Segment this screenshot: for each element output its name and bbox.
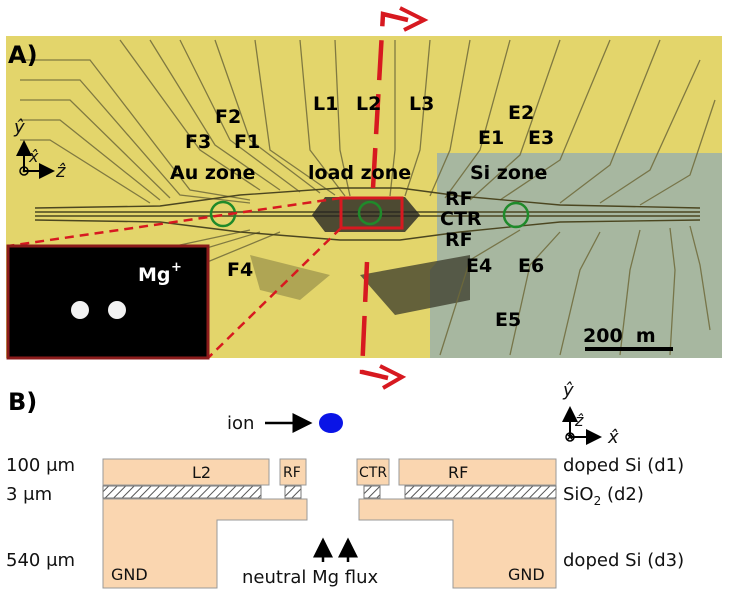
- electrode-rf-small: [279, 458, 307, 486]
- ion-label: ion: [227, 413, 254, 434]
- label-gnd-right: GND: [508, 565, 545, 584]
- layer-d2: SiO2 (d2): [563, 484, 644, 508]
- label-e1: E1: [478, 127, 504, 149]
- label-rf-top: RF: [445, 188, 473, 210]
- zone-au: Au zone: [170, 162, 255, 184]
- electrode-rf-large: [398, 458, 557, 486]
- inset-label: Mg: [138, 264, 171, 286]
- label-e5: E5: [495, 309, 521, 331]
- zoom-line-bottom: [207, 227, 342, 359]
- axis-z-label-b: ẑ: [574, 411, 584, 430]
- zone-si: Si zone: [470, 162, 547, 184]
- cut-line-top: [370, 11, 409, 189]
- label-rf-bottom: RF: [445, 229, 473, 251]
- thickness-bottom: 540 μm: [6, 550, 75, 571]
- label-l1: L1: [313, 93, 338, 115]
- panel-b-cross-section: B) ion ŷ ẑ x̂ L2 RF CTR: [6, 380, 684, 589]
- axis-z-label-a: ẑ: [55, 161, 66, 182]
- label-f1: F1: [234, 131, 260, 153]
- electrode-l2: [102, 458, 270, 486]
- label-ctr: CTR: [440, 208, 482, 230]
- ground-right: [358, 498, 557, 589]
- cut-arrow-bottom: [379, 364, 407, 390]
- etched-region-left: [250, 255, 330, 300]
- axis-y-label-a: ŷ: [13, 117, 25, 138]
- label-ctr-b: CTR: [359, 465, 387, 481]
- sio2-ctr: [363, 485, 381, 499]
- axis-triad-b: ŷ ẑ x̂: [562, 380, 619, 448]
- label-f2: F2: [215, 106, 241, 128]
- load-slot: [312, 197, 420, 232]
- panel-b-label: B): [8, 388, 37, 416]
- sio2-right: [404, 485, 557, 499]
- zoom-line-top: [7, 196, 342, 248]
- flux-label: neutral Mg flux: [242, 567, 379, 588]
- ground-left: [102, 498, 308, 589]
- layer-d3: doped Si (d3): [563, 550, 684, 571]
- panel-a-micrograph: Mg + ŷ x̂ ẑ A) F2 F3 F1 L1 L2 L3 E2 E1 E…: [6, 6, 722, 390]
- label-l3: L3: [409, 93, 434, 115]
- label-rf-large-b: RF: [448, 463, 468, 482]
- axis-y-label-b: ŷ: [562, 380, 574, 401]
- label-l2: L2: [356, 93, 381, 115]
- sio2-left: [102, 485, 262, 499]
- electrode-ctr: [356, 458, 390, 486]
- thickness-top: 100 μm: [6, 455, 75, 476]
- ion-spot-2: [108, 301, 126, 319]
- sio2-rf: [284, 485, 302, 499]
- layer-d1: doped Si (d1): [563, 455, 684, 476]
- inset-superscript: +: [171, 260, 182, 275]
- label-f4: F4: [227, 259, 253, 281]
- silicon-zone: [430, 153, 722, 358]
- panel-a-label: A): [8, 41, 38, 69]
- label-e6: E6: [518, 255, 544, 277]
- axis-x-label-a: x̂: [28, 147, 39, 166]
- ion-ring-si: [502, 201, 530, 229]
- ion-spot-1: [71, 301, 89, 319]
- etched-region: [360, 255, 470, 315]
- axis-triad-a: ŷ x̂ ẑ: [13, 117, 66, 182]
- fluorescence-inset: Mg +: [6, 244, 210, 360]
- label-e2: E2: [508, 102, 534, 124]
- label-gnd-left: GND: [111, 565, 148, 584]
- axis-x-label-b: x̂: [607, 427, 619, 448]
- zone-load: load zone: [308, 162, 411, 184]
- thickness-mid: 3 μm: [6, 484, 52, 505]
- cut-arrow-top: [399, 6, 429, 32]
- load-zone-box: [339, 196, 404, 230]
- cut-line-bottom: [359, 261, 389, 381]
- scale-bar-label: 200 m: [583, 325, 656, 347]
- label-f3: F3: [185, 131, 211, 153]
- label-e4: E4: [466, 255, 492, 277]
- label-l2-b: L2: [192, 463, 211, 482]
- label-rf-small-b: RF: [283, 465, 301, 481]
- ion-ring-load: [357, 200, 383, 226]
- ion-dot: [319, 413, 343, 433]
- label-e3: E3: [528, 127, 554, 149]
